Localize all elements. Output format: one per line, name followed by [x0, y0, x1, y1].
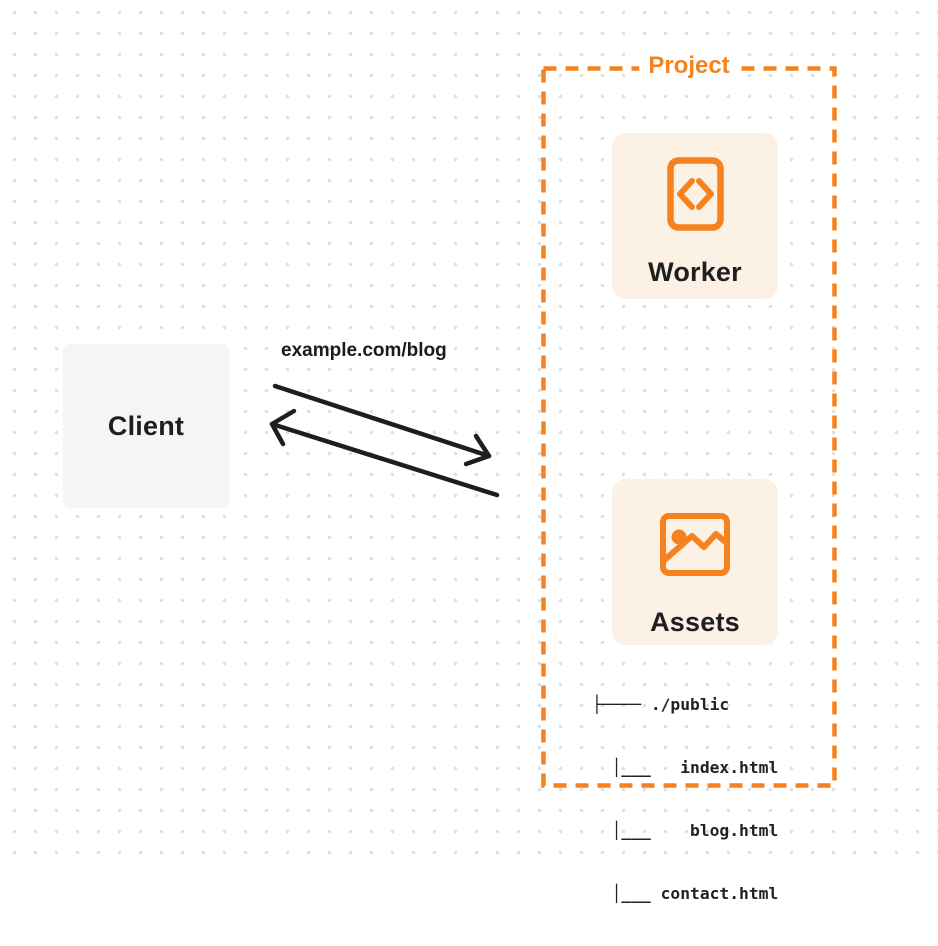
assets-card: Assets — [612, 479, 778, 645]
worker-card: Worker — [612, 133, 778, 299]
project-container: Project Worker Assets — [541, 51, 837, 903]
code-file-icon — [666, 157, 724, 231]
assets-label: Assets — [650, 607, 740, 637]
file-tree-line: ├──── ./public — [592, 695, 730, 714]
project-title: Project — [639, 51, 739, 81]
project-dashed-border — [541, 66, 837, 788]
arrowhead-left-icon — [269, 408, 297, 447]
arrowhead-right-icon — [463, 433, 492, 467]
response-arrow — [269, 408, 500, 498]
file-tree-line: │___ index.html — [592, 758, 779, 777]
request-arrow — [272, 383, 492, 467]
file-tree-line: │___ contact.html — [592, 884, 779, 903]
request-url-label: example.com/blog — [281, 340, 447, 361]
client-box: Client — [63, 344, 229, 508]
client-label: Client — [107, 410, 185, 441]
diagram-canvas: Client example.com/blog Project Worker — [0, 0, 938, 903]
worker-label: Worker — [648, 257, 742, 287]
assets-file-tree: ├──── ./public │___ index.html │___ blog… — [592, 652, 778, 946]
image-icon — [660, 513, 730, 576]
file-tree-line: │___ blog.html — [592, 821, 779, 840]
